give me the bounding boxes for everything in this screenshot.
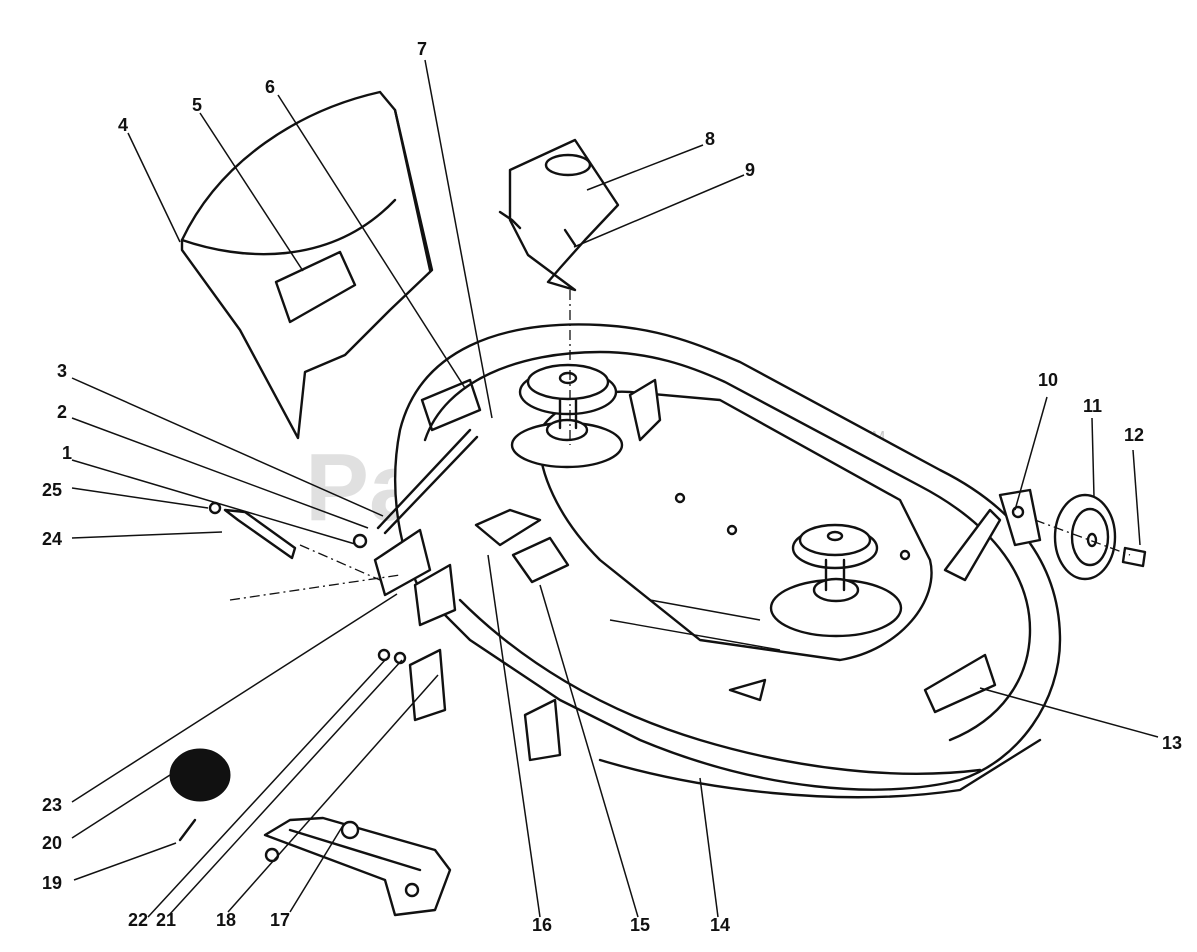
callout-15: 15 [630, 915, 650, 935]
wheel-bolt [1121, 546, 1147, 568]
nut-22 [377, 648, 391, 662]
chute-decal [274, 250, 357, 324]
lift-bracket-lower [263, 816, 452, 917]
callout-11: 11 [1083, 396, 1102, 416]
wheel-assembly [998, 488, 1147, 581]
callout-25: 25 [42, 480, 62, 500]
cap-20 [169, 748, 231, 802]
callout-12: 12 [1124, 425, 1144, 445]
pin-19 [178, 818, 197, 842]
callout-21: 21 [156, 910, 176, 930]
small-hardware [169, 648, 407, 842]
left-spindle-pulley [510, 363, 624, 469]
callout-4: 4 [118, 115, 128, 135]
callout-22: 22 [128, 910, 148, 930]
callout-24: 24 [42, 529, 62, 549]
nut-25 [208, 501, 222, 515]
rod-24 [223, 508, 297, 560]
callout-5: 5 [192, 95, 202, 115]
callout-8: 8 [705, 129, 715, 149]
callout-labels: 1 2 3 4 5 6 7 8 9 10 11 12 13 14 15 16 1… [42, 39, 1182, 935]
mower-deck [373, 323, 1062, 799]
right-spindle-pulley [769, 523, 903, 638]
callout-14: 14 [710, 915, 730, 935]
wheel [1053, 493, 1117, 581]
callout-1: 1 [62, 443, 72, 463]
callout-10: 10 [1038, 370, 1058, 390]
callout-7: 7 [417, 39, 427, 59]
washer-1 [352, 533, 368, 549]
center-lines [229, 290, 1131, 601]
callout-23: 23 [42, 795, 62, 815]
bracket-17 [263, 816, 452, 917]
callout-13: 13 [1162, 733, 1182, 753]
callout-9: 9 [745, 160, 755, 180]
belt-guard-bracket [498, 138, 620, 292]
callout-17: 17 [270, 910, 290, 930]
height-adjust-rod [208, 428, 479, 560]
callout-20: 20 [42, 833, 62, 853]
leader-lines [71, 59, 1159, 918]
callout-3: 3 [57, 361, 67, 381]
callout-18: 18 [216, 910, 236, 930]
callout-19: 19 [42, 873, 62, 893]
callout-16: 16 [532, 915, 552, 935]
callout-2: 2 [57, 402, 67, 422]
callout-6: 6 [265, 77, 275, 97]
discharge-chute [180, 90, 434, 440]
